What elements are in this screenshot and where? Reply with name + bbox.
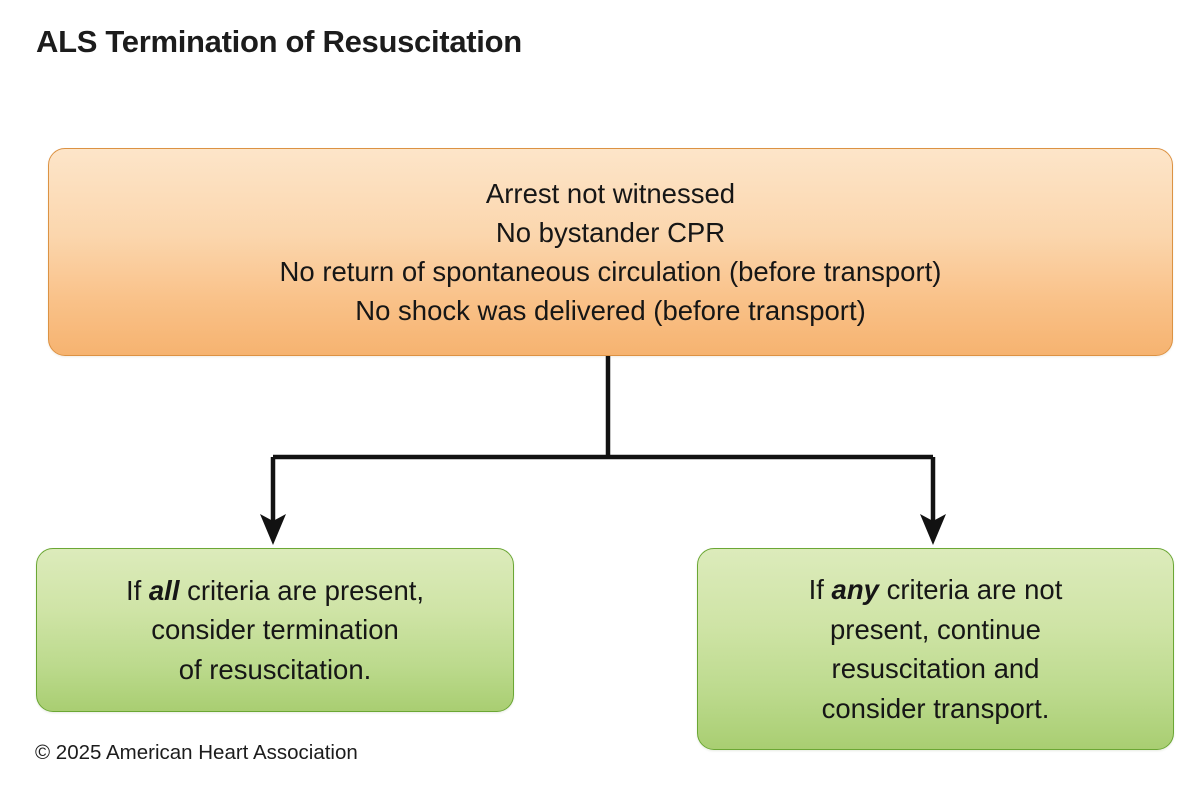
- any-line1-suffix: criteria are not: [878, 574, 1063, 605]
- any-criteria-text: If any criteria are not present, continu…: [698, 570, 1173, 728]
- all-criteria-line-3: of resuscitation.: [178, 653, 372, 685]
- criteria-line-1: Arrest not witnessed: [485, 178, 736, 209]
- any-criteria-line-1: If any criteria are not: [708, 570, 1163, 610]
- criteria-box: Arrest not witnessed No bystander CPR No…: [48, 148, 1173, 356]
- page-title: ALS Termination of Resuscitation: [36, 24, 522, 59]
- criteria-line-3: No return of spontaneous circulation (be…: [279, 256, 942, 287]
- all-emphasis-word: all: [148, 574, 180, 606]
- arrowhead-right-icon: [920, 514, 946, 545]
- criteria-text: Arrest not witnessed No bystander CPR No…: [49, 174, 1172, 330]
- all-line1-suffix: criteria are present,: [179, 574, 425, 606]
- all-criteria-box: If all criteria are present, consider te…: [36, 548, 514, 712]
- arrowhead-left-icon: [260, 514, 286, 545]
- any-line1-prefix: If: [808, 574, 832, 605]
- any-criteria-line-4: consider transport.: [821, 692, 1050, 724]
- all-criteria-line-2: consider termination: [151, 614, 399, 646]
- all-criteria-text: If all criteria are present, consider te…: [37, 571, 513, 690]
- any-criteria-line-2: present, continue: [830, 613, 1041, 645]
- any-criteria-box: If any criteria are not present, continu…: [697, 548, 1174, 750]
- any-criteria-line-3: resuscitation and: [831, 653, 1040, 684]
- any-emphasis-word: any: [831, 574, 879, 605]
- criteria-line-2: No bystander CPR: [495, 217, 726, 248]
- connector-arrows: [260, 356, 946, 545]
- all-criteria-line-1: If all criteria are present,: [47, 571, 503, 611]
- criteria-line-4: No shock was delivered (before transport…: [355, 295, 866, 326]
- all-line1-prefix: If: [125, 574, 149, 606]
- copyright-notice: © 2025 American Heart Association: [35, 741, 358, 764]
